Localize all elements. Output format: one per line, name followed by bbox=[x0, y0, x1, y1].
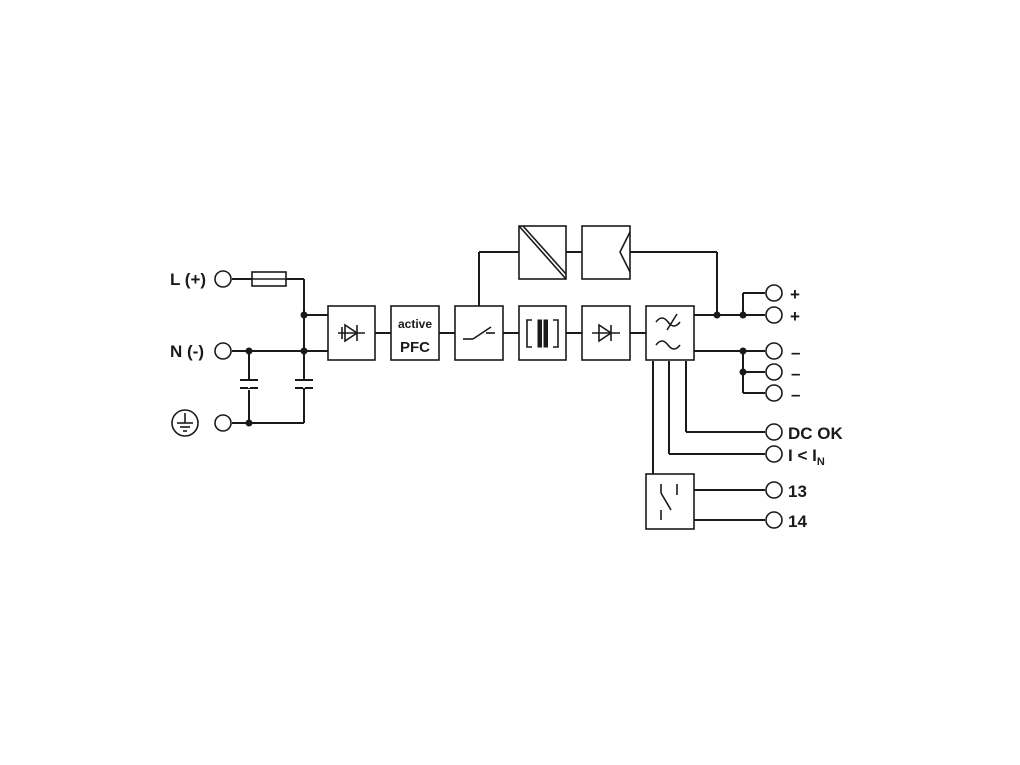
terminal-pe bbox=[214, 414, 232, 432]
label-neutral: N (-) bbox=[170, 342, 204, 361]
relay-block bbox=[645, 473, 695, 530]
relay-contact-icon bbox=[660, 484, 678, 520]
junction-dots bbox=[245, 311, 747, 427]
output-rectifier-block bbox=[581, 305, 631, 361]
label-relay-13: 13 bbox=[788, 482, 807, 501]
transformer-icon bbox=[526, 319, 559, 348]
switch-block bbox=[454, 305, 504, 361]
optocoupler-block bbox=[581, 225, 631, 280]
label-relay-14: 14 bbox=[788, 512, 807, 531]
label-dc-ok: DC OK bbox=[788, 424, 844, 443]
diode-icon bbox=[592, 323, 620, 343]
switch-icon bbox=[463, 326, 495, 340]
transformer-block bbox=[518, 305, 567, 361]
regulator-block bbox=[518, 225, 567, 280]
filter-icon bbox=[655, 313, 681, 350]
fuse-icon bbox=[251, 271, 287, 287]
terminal-l bbox=[214, 270, 232, 288]
current-subscript: N bbox=[817, 456, 825, 468]
pfc-block: active PFC bbox=[390, 305, 440, 361]
wiring bbox=[232, 251, 765, 521]
label-plus-1: + bbox=[790, 285, 800, 304]
rectifier-block bbox=[327, 305, 376, 361]
label-minus-2: – bbox=[791, 364, 800, 383]
label-minus-1: – bbox=[791, 343, 800, 362]
label-minus-3: – bbox=[791, 385, 800, 404]
label-current-limit: I < IN bbox=[788, 446, 825, 468]
label-plus-2: + bbox=[790, 307, 800, 326]
output-terminals bbox=[765, 284, 783, 529]
terminal-n bbox=[214, 342, 232, 360]
capacitor-icon bbox=[240, 379, 313, 389]
label-line: L (+) bbox=[170, 270, 206, 289]
input-terminals bbox=[214, 270, 232, 432]
pfc-bottom-label: PFC bbox=[400, 339, 430, 356]
protective-earth-icon bbox=[171, 409, 199, 437]
filter-block bbox=[645, 305, 695, 361]
rectifier-icon bbox=[338, 323, 365, 343]
pfc-top-label: active bbox=[398, 317, 432, 331]
current-prefix: I < I bbox=[788, 446, 817, 465]
